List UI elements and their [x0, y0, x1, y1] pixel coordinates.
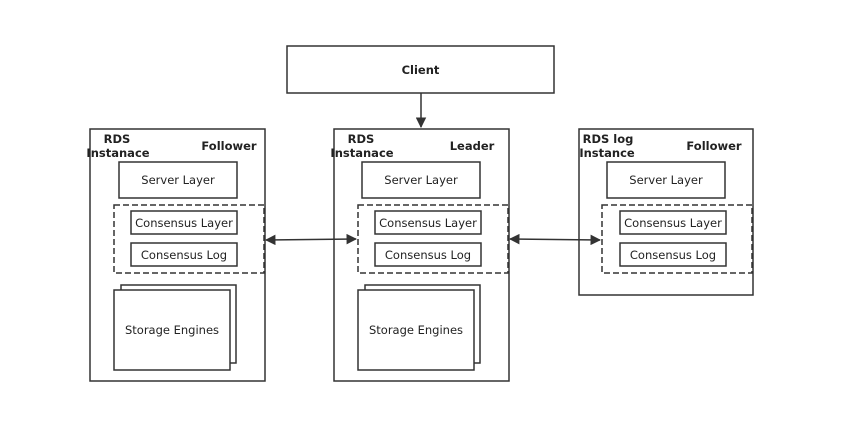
- leader-instance-consensus-log-label: Consensus Log: [385, 248, 471, 262]
- follower-instance-storage-engines-label: Storage Engines: [125, 323, 219, 337]
- client-box: [286, 45, 555, 94]
- log-instance-consensus-log-label: Consensus Log: [630, 248, 716, 262]
- log-instance-name-line1: RDS log: [583, 132, 634, 146]
- leader-instance-consensus-group: [357, 204, 509, 274]
- log-instance-consensus-layer-box: [619, 210, 727, 235]
- leader-instance-storage-engines-label: Storage Engines: [369, 323, 463, 337]
- log-instance-role: Follower: [686, 139, 741, 153]
- follower-instance-consensus-layer-box: [130, 210, 238, 235]
- follower-instance-role: Follower: [201, 139, 256, 153]
- follower-instance-server-layer-box: [118, 161, 238, 199]
- log-instance-server-layer-box: [606, 161, 726, 199]
- log-instance-consensus-layer-label: Consensus Layer: [624, 216, 722, 230]
- leader-instance-storage-engines-box: [357, 289, 475, 371]
- leader-instance-server-layer-box: [361, 161, 481, 199]
- log-instance-consensus-log-box: [619, 242, 727, 267]
- log-instance-name-line2: Instance: [579, 146, 635, 160]
- client-label: Client: [402, 63, 440, 77]
- follower-instance-node: RDS Instanace Follower Server Layer Cons…: [86, 128, 266, 382]
- follower-instance-name-line2: Instanace: [86, 146, 149, 160]
- follower-instance-consensus-log-label: Consensus Log: [141, 248, 227, 262]
- client-node: Client: [286, 45, 555, 94]
- leader-instance-name-line1: RDS: [348, 132, 375, 146]
- follower-instance-storage-engines-box: [113, 289, 231, 371]
- follower-instance-name-line1: RDS: [104, 132, 131, 146]
- follower-instance-server-layer-label: Server Layer: [141, 173, 215, 187]
- follower-instance-consensus-log-box: [130, 242, 238, 267]
- log-instance-server-layer-label: Server Layer: [629, 173, 703, 187]
- follower-instance-consensus-layer-label: Consensus Layer: [135, 216, 233, 230]
- leader-instance-server-layer-label: Server Layer: [384, 173, 458, 187]
- follower-leader-replication-arrow: [264, 233, 358, 246]
- follower-instance-consensus-group: [113, 204, 265, 274]
- leader-log-replication-arrow: [508, 233, 602, 246]
- leader-instance-node: RDS Instanace Leader Server Layer Consen…: [330, 128, 510, 382]
- log-instance-consensus-group: [601, 204, 753, 274]
- leader-instance-name-line2: Instanace: [330, 146, 393, 160]
- leader-instance-consensus-layer-label: Consensus Layer: [379, 216, 477, 230]
- leader-instance-consensus-log-box: [374, 242, 482, 267]
- leader-instance-role: Leader: [450, 139, 495, 153]
- leader-instance-consensus-layer-box: [374, 210, 482, 235]
- log-instance-node: RDS log Instance Follower Server Layer C…: [578, 128, 754, 296]
